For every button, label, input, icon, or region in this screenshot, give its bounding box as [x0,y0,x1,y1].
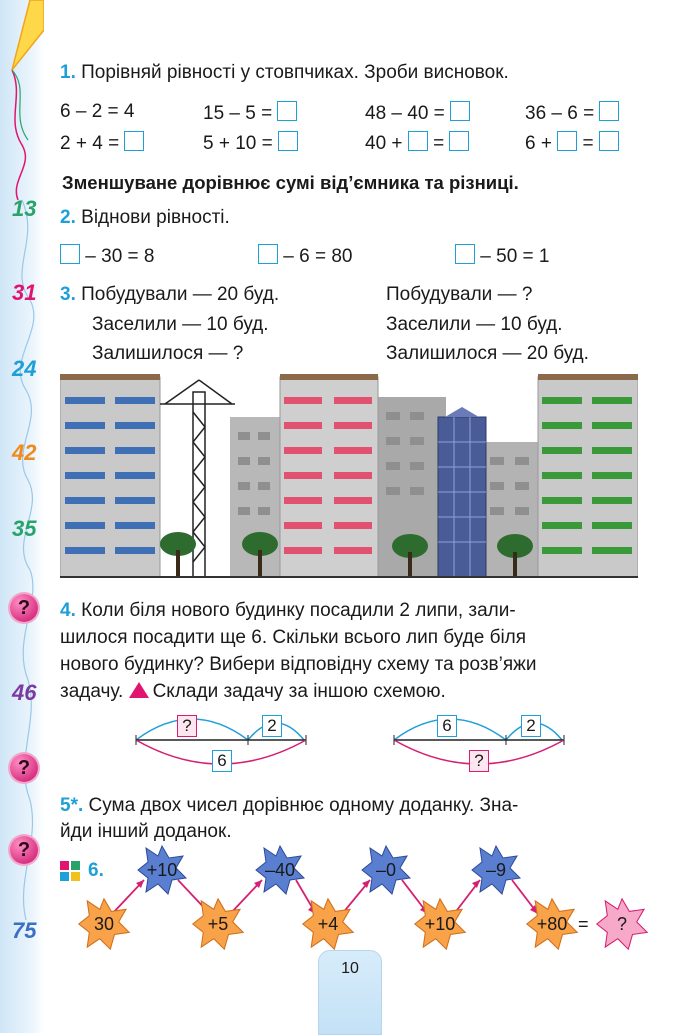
answer-box [599,101,620,121]
operation-star: +10 [146,860,178,880]
puzzle-icon [60,861,80,881]
equation: 48 – 40 = [365,101,471,125]
equals-sign: = [578,914,589,934]
kite-icon [11,0,44,201]
task1-conclusion: Зменшуване дорівнює сумі від’ємника та р… [62,172,519,193]
equation: 15 – 5 = [203,101,298,125]
answer-box [60,244,80,264]
task5-line: 5*. Сума двох чисел дорівнює одному дода… [60,795,519,816]
result-star: ? [616,914,627,934]
scheme1-bottom: 6 [212,750,232,772]
answer-box [598,131,619,151]
task3-left-line: Залишилося — ? [92,343,244,364]
equation: 40 + = [365,131,470,155]
answer-box [407,131,428,151]
task5-line: йди інший доданок. [60,821,232,842]
value-star: 30 [93,914,115,934]
answer-box [557,131,578,151]
task1-heading: 1. Порівняй рівності у стовпчиках. Зроби… [60,62,509,84]
task3-left-line: 3. Побудували — 20 буд. [60,284,280,305]
answer-box [258,244,278,264]
margin-number: 35 [12,516,37,541]
task4-line: 4. Коли біля нового будинку посадили 2 л… [60,600,516,621]
question-mark-icon: ? [10,754,38,782]
margin-number: 13 [12,196,37,221]
margin-number: 24 [12,356,37,381]
equation: – 6 = 80 [258,244,352,268]
task-number: 1. [60,62,76,83]
task3-right-line: Залишилося — 20 буд. [386,343,589,364]
city-buildings-illustration [60,374,638,578]
answer-box [455,244,475,264]
scheme2-bottom: ? [469,750,489,772]
scheme1-top-right: 2 [262,715,282,737]
margin-number: 75 [12,918,37,943]
task4-line: шилося посадити ще 6. Скільки всього лип… [60,627,527,648]
answer-box [278,131,299,151]
scheme1-top-left: ? [177,715,197,737]
scheme2-top-left: 6 [437,715,457,737]
margin-number: 46 [12,680,37,705]
task-number: 6. [88,860,104,881]
equation: – 30 = 8 [60,244,154,268]
equation: 36 – 6 = [525,101,620,125]
left-margin-strip: 13 31 24 42 35 ? 46 ? ? 75 [0,0,44,1033]
operation-star: –9 [485,860,507,880]
task4-line: задачу. Склади задачу за іншою схемою. [60,681,446,702]
equation: – 50 = 1 [455,244,549,268]
task1-text: Порівняй рівності у стовпчиках. Зроби ви… [81,62,509,83]
value-star: +5 [207,914,229,934]
margin-number: 31 [12,280,37,305]
task3-right-line: Заселили — 10 буд. [386,314,563,335]
equation: 6 + = [525,131,619,155]
answer-box [277,101,298,121]
answer-box [124,131,145,151]
page-number: 10 [318,950,382,1035]
margin-number: 42 [12,440,37,465]
value-star: +10 [424,914,456,934]
task4-line: нового будинку? Вибери відповідну схему … [60,654,537,675]
equation: 5 + 10 = [203,131,299,155]
answer-box [450,101,471,121]
kite-string [19,199,35,921]
value-star: +4 [317,914,339,934]
scheme2-top-right: 2 [521,715,541,737]
operation-star: –40 [264,860,296,880]
question-mark-icon: ? [10,836,38,864]
triangle-icon [128,682,149,698]
task3-right-line: Побудували — ? [386,284,533,305]
task2-heading: 2. Віднови рівності. [60,207,230,228]
equation: 6 – 2 = 4 [60,101,135,122]
number-chain-diagram [78,845,648,950]
answer-box [449,131,470,151]
value-star: +80 [536,914,568,934]
equation: 2 + 4 = [60,131,145,155]
task3-left-line: Заселили — 10 буд. [92,314,269,335]
question-mark-icon: ? [10,594,38,622]
operation-star: –0 [375,860,397,880]
